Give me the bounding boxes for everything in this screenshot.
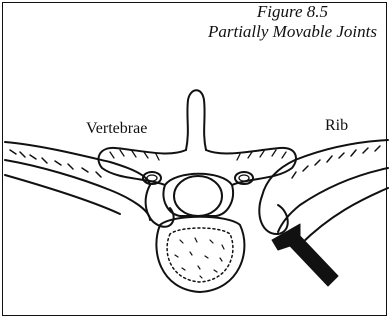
vertebral-foramen xyxy=(174,176,222,216)
vertebrae-label: Vertebrae xyxy=(86,120,147,138)
vertebral-body-cancellous xyxy=(167,228,233,282)
left-rib xyxy=(5,142,150,220)
right-rib-head xyxy=(259,196,287,234)
vertebral-body xyxy=(156,217,244,292)
body-texture xyxy=(175,238,224,278)
right-rib xyxy=(262,140,388,245)
rib-label: Rib xyxy=(325,117,348,135)
spinous-process xyxy=(186,90,206,150)
